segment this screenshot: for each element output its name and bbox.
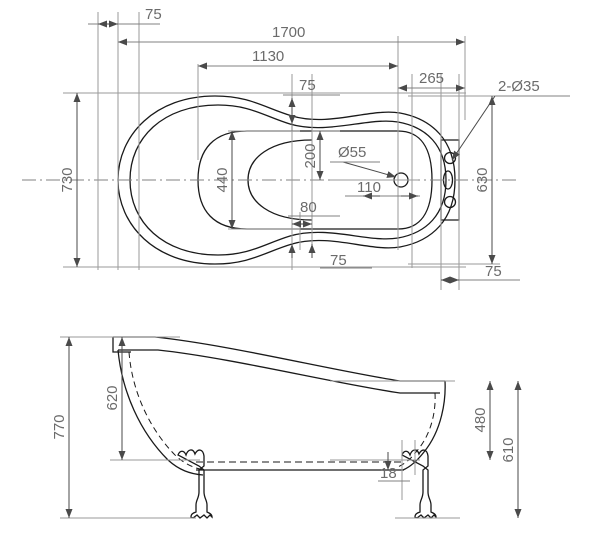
tap-hole-lower bbox=[443, 195, 457, 209]
dim-480: 480 bbox=[472, 381, 494, 460]
dim-1130-label: 1130 bbox=[252, 48, 284, 65]
dim-1700-label: 1700 bbox=[272, 24, 305, 41]
dim-110: 110 bbox=[345, 179, 420, 200]
callout-dia55: Ø55 bbox=[330, 144, 397, 178]
dim-200: 200 bbox=[302, 131, 324, 180]
dim-75-top-left: 75 bbox=[88, 6, 162, 28]
dim-440-label: 440 bbox=[214, 167, 231, 192]
dim-610: 610 bbox=[500, 381, 522, 518]
claw-foot-right bbox=[401, 449, 437, 519]
dim-18-label: 18 bbox=[380, 465, 397, 482]
dim-75-inner-top: 75 bbox=[283, 77, 340, 131]
dim-265-label: 265 bbox=[419, 70, 444, 87]
dim-75-bottom-mid: 75 bbox=[288, 244, 372, 269]
side-rim-inner bbox=[118, 349, 440, 394]
callout-2-dia35-label: 2-Ø35 bbox=[498, 78, 540, 95]
dim-200-label: 200 bbox=[302, 143, 319, 168]
callout-dia55-label: Ø55 bbox=[338, 144, 366, 161]
dim-610-label: 610 bbox=[500, 437, 517, 462]
claw-foot-left bbox=[177, 449, 213, 519]
dim-770-label: 770 bbox=[51, 414, 68, 439]
dim-1130: 1130 bbox=[198, 48, 398, 70]
dim-730-label: 730 bbox=[59, 167, 76, 192]
dim-620-label: 620 bbox=[104, 385, 121, 410]
top-view-extension-lines bbox=[63, 12, 500, 290]
dim-770: 770 bbox=[51, 337, 73, 518]
dim-480-label: 480 bbox=[472, 407, 489, 432]
dim-75-bottom-right-label: 75 bbox=[485, 263, 502, 280]
dim-80: 80 bbox=[288, 199, 340, 228]
tub-rim-inner-contour bbox=[129, 104, 447, 256]
dim-265: 265 bbox=[398, 70, 465, 92]
side-view-geometry bbox=[112, 336, 446, 519]
side-rim-outer bbox=[113, 336, 445, 382]
callout-2-dia35: 2-Ø35 bbox=[451, 78, 570, 161]
side-left-wall-outer bbox=[117, 349, 204, 476]
dim-440: 440 bbox=[214, 131, 236, 229]
side-left-wall-inner bbox=[128, 351, 207, 471]
dim-110-label: 110 bbox=[357, 179, 381, 196]
dim-730: 730 bbox=[59, 93, 81, 267]
dim-1700: 1700 bbox=[118, 24, 465, 46]
side-right-wall-inner bbox=[397, 392, 436, 468]
dim-75-inner-top-label: 75 bbox=[299, 77, 316, 94]
dim-630: 630 bbox=[474, 96, 496, 264]
dim-75-top-left-label: 75 bbox=[145, 6, 162, 23]
dim-80-label: 80 bbox=[300, 199, 317, 216]
dim-18: 18 bbox=[378, 452, 410, 482]
dim-75-bottom-mid-label: 75 bbox=[330, 252, 347, 269]
dim-75-bottom-right: 75 bbox=[441, 263, 520, 284]
dim-620: 620 bbox=[104, 337, 126, 460]
side-right-wall-outer bbox=[402, 380, 446, 471]
tub-outer-contour bbox=[117, 95, 456, 265]
dim-630-label: 630 bbox=[474, 167, 491, 192]
